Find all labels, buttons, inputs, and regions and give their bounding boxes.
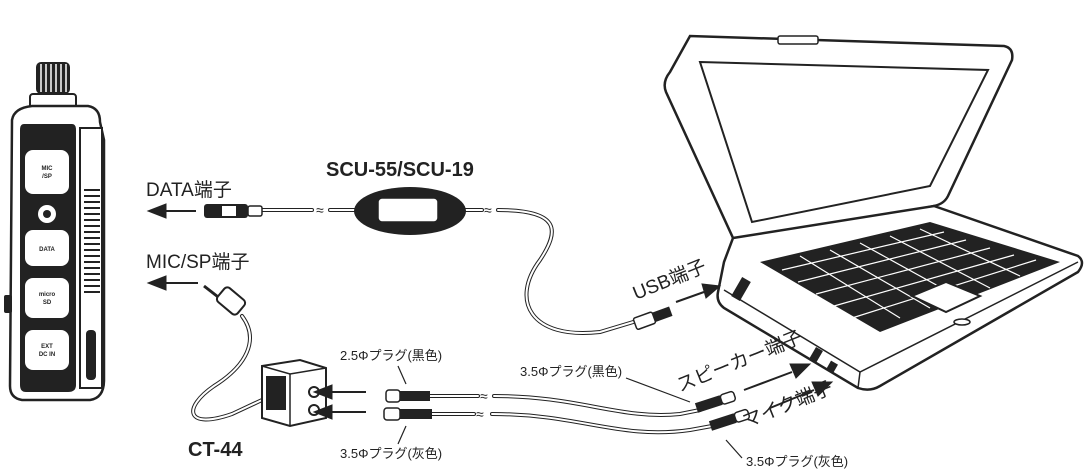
svg-text:≈: ≈: [484, 202, 492, 218]
svg-text:≈: ≈: [480, 388, 488, 404]
laptop-computer: [663, 34, 1084, 391]
speaker-port-label: スピーカー端子: [674, 326, 806, 396]
data-port-label: DATA端子: [146, 179, 232, 201]
scu-model-label: SCU-55/SCU-19: [326, 159, 474, 181]
audio-cables: ≈ ≈: [383, 388, 751, 435]
usb-port-label: USB端子: [630, 255, 710, 304]
ct44-model-label: CT-44: [188, 439, 243, 461]
ct44-adapter: [191, 284, 327, 428]
mic-sp-port-label: MIC/SP端子: [146, 251, 249, 273]
plug-35-gray-right-label: 3.5Φプラグ(灰色): [746, 454, 848, 469]
arrows: [146, 203, 834, 459]
plug-35-gray-left-label: 3.5Φプラグ(灰色): [340, 446, 442, 461]
svg-text:≈: ≈: [476, 406, 484, 422]
plug-25-black-label: 2.5Φプラグ(黒色): [340, 348, 442, 363]
scu-cable: ≈ ≈: [204, 187, 673, 336]
plug-35-black-label: 3.5Φプラグ(黒色): [520, 364, 622, 379]
radio-button-data: DATA: [39, 247, 55, 253]
radio-button-mic-sp: MIC/SP: [42, 166, 54, 180]
mic-port-label: マイク端子: [740, 377, 836, 433]
svg-text:≈: ≈: [316, 202, 324, 218]
